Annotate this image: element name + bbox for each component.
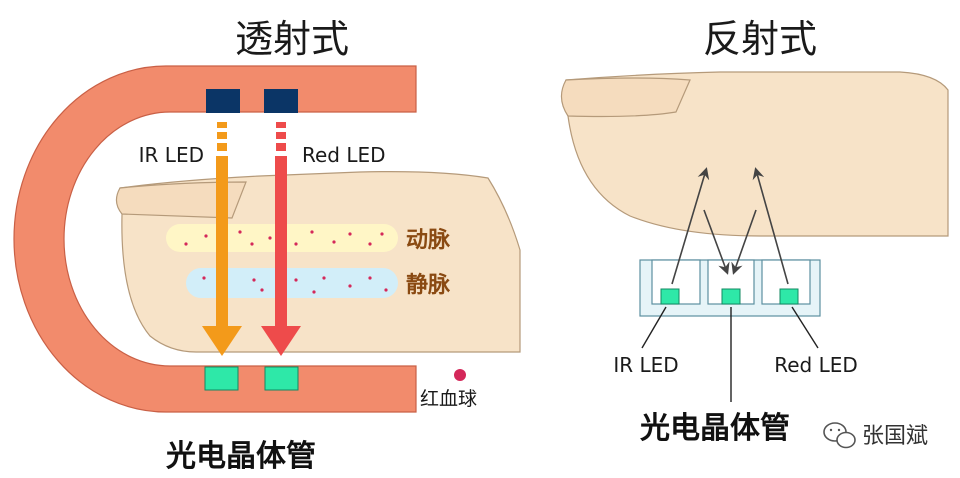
- red-led-emitter: [779, 288, 799, 305]
- watermark-text: 张国斌: [862, 424, 928, 449]
- red-blood-cell-dot: [454, 369, 466, 381]
- reflective-panel: 反射式 IR LED Red LED 光电晶体管: [560, 17, 949, 446]
- photodetector-2: [264, 366, 299, 391]
- vein-band: [186, 268, 398, 298]
- photodetector: [721, 288, 741, 305]
- ir-led-emitter: [660, 288, 680, 305]
- sensor-clip: [13, 65, 417, 413]
- watermark: 张国斌: [823, 422, 928, 449]
- ir-led-label: IR LED: [613, 353, 678, 377]
- ir-light-beam: [202, 122, 242, 356]
- photodetector-1: [204, 366, 239, 391]
- red-led-label: Red LED: [302, 143, 386, 167]
- transmissive-panel: 透射式 动脉 静脉: [13, 17, 521, 474]
- wechat-icon: [823, 422, 856, 449]
- artery-blood-cells: [184, 230, 384, 246]
- artery-label: 动脉: [406, 228, 451, 253]
- red-light-beam: [261, 122, 301, 356]
- transmissive-photo-label: 光电晶体管: [166, 439, 316, 474]
- vein-label: 静脉: [406, 272, 451, 298]
- reflective-title: 反射式: [703, 17, 817, 61]
- label-leader-lines: [641, 306, 819, 402]
- red-led-label: Red LED: [774, 353, 858, 377]
- fingernail: [115, 181, 247, 219]
- reflective-photo-label: 光电晶体管: [640, 411, 790, 446]
- fingernail: [560, 77, 691, 118]
- ir-led-label: IR LED: [139, 143, 204, 167]
- red-blood-cell-label: 红血球: [420, 388, 477, 410]
- red-led-emitter: [264, 89, 298, 113]
- ir-led-emitter: [206, 89, 240, 113]
- transmissive-title: 透射式: [235, 17, 349, 61]
- reflected-light-paths: [671, 167, 789, 285]
